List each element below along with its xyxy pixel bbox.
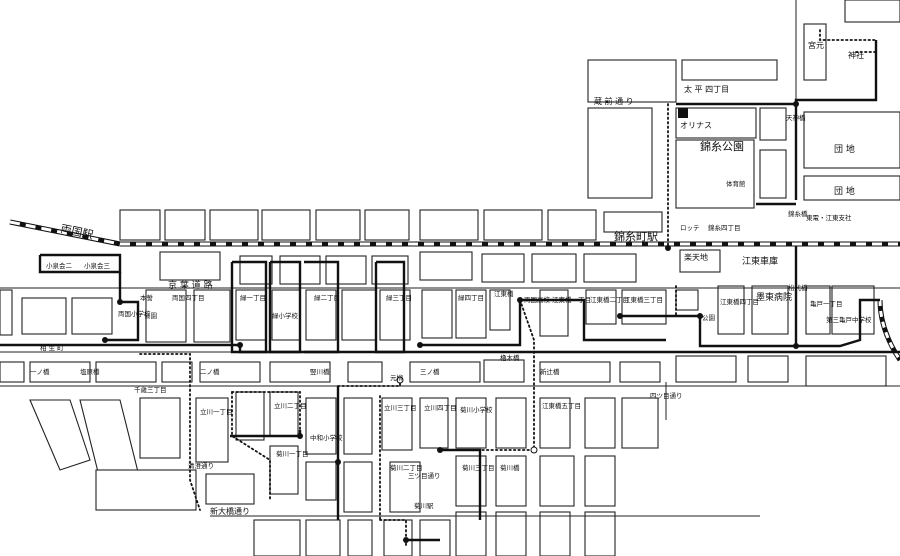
- nakawa-elem-label: 中和小学校: [310, 433, 343, 442]
- lotte-label: ロッテ: [680, 224, 700, 232]
- matsuyo-bridge-label: 松代橋: [788, 283, 808, 292]
- kameido1-label: 亀戸一丁目: [810, 299, 843, 308]
- kinshi-bridge-label: 錦糸橋: [788, 209, 808, 218]
- map-labels: 両国駅 錦糸町駅 京 葉 道 路 蔵 前 通 り 太 平 四丁目 千歳三丁目 新…: [30, 40, 872, 516]
- shinsuji-bridge-label: 新辻橋: [540, 367, 560, 376]
- kikukawa-bridge-label: 菊川橋: [500, 463, 520, 472]
- kikukawa-sta-label: 菊川駅: [414, 501, 434, 510]
- kosenkai3-label: 小泉会三: [84, 261, 111, 270]
- kikukawa2-label: 菊川二丁目: [390, 463, 423, 472]
- kosenkai2-label: 小泉会二: [46, 261, 73, 270]
- tatekawa4-label: 立川四丁目: [424, 403, 457, 412]
- shin-ohashi-street-label: 新大橋通り: [210, 506, 250, 516]
- park-kotobashi-label: 公園: [702, 314, 715, 322]
- taihei-label: 太 平 四丁目: [684, 84, 729, 94]
- ichinohashi-label: 一ノ橋: [30, 367, 50, 376]
- tatekawa-bridge-label: 竪川橋: [310, 367, 330, 376]
- kotobashi1-label: 江東橋一丁目: [552, 295, 591, 304]
- kotobashi3-label: 江東橋三丁目: [624, 295, 663, 304]
- tatekawa3-label: 立川三丁目: [384, 403, 417, 412]
- aioi-label: 相 生 町: [40, 343, 64, 352]
- ninohashi-label: 二ノ橋: [200, 367, 220, 376]
- walking-routes: [139, 29, 877, 547]
- kinshi-park-label: 錦糸公園: [700, 139, 744, 153]
- route-nodes: [102, 101, 799, 543]
- danchi-label-1: 団 地: [834, 143, 855, 155]
- kotobashi4-label: 江東橋四丁目: [720, 297, 759, 306]
- ryogoku-station-label: 両国駅: [59, 222, 94, 242]
- motoyanagi-label: 元柳: [390, 373, 403, 382]
- kuramae-street-label: 蔵 前 通 り: [594, 96, 634, 106]
- shrine-label: 神社: [848, 50, 864, 60]
- kotobashi5-label: 江東橋五丁目: [542, 401, 581, 410]
- koto-depot-label: 江東車庫: [742, 255, 778, 267]
- kiyosumi-street-label: 清澄通り: [188, 461, 214, 470]
- sannohashi-label: 三ノ橋: [420, 367, 440, 376]
- kinshicho-station-label: 錦糸町駅: [614, 229, 658, 243]
- park-ryogoku-label: 公園: [144, 312, 157, 320]
- miyamoto-label: 宮元: [808, 40, 824, 50]
- rakutenchi-label: 楽天地: [684, 252, 708, 262]
- solid-routes: [0, 40, 900, 542]
- ryogoku4-label: 両国四丁目: [172, 294, 205, 302]
- midori1-label: 緑一丁目: [240, 293, 266, 302]
- honjo-label: 本誓: [140, 293, 154, 302]
- kikukawa1-label: 菊川一丁目: [276, 449, 309, 458]
- bokuto-hospital-label: 墨東病院: [756, 291, 792, 303]
- kikukawa-elem-label: 菊川小学校: [460, 405, 493, 414]
- jr-railway: [9, 219, 900, 362]
- ryogoku-elem-label: 両国小学校: [118, 309, 151, 318]
- midori2-label: 緑二丁目: [314, 293, 340, 302]
- midori4-label: 緑四丁目: [458, 293, 484, 302]
- kinshi4-label: 錦糸四丁目: [708, 223, 741, 232]
- daisan-kameido-label: 第三亀戸中学校: [826, 315, 872, 324]
- mukai-bridge-label: 櫓木橋: [500, 353, 520, 362]
- midori-elem-label: 緑小学校: [272, 311, 299, 320]
- yotsume-street-label: 四ツ目通り: [650, 391, 683, 400]
- olinas-label: オリナス: [680, 121, 712, 130]
- mitsume-street-label: 三ツ目通り: [408, 471, 441, 480]
- senda3-label: 千歳三丁目: [134, 385, 167, 394]
- gym-label: 体育館: [726, 179, 746, 188]
- tenjin-bridge-label: 天神橋: [786, 113, 806, 122]
- tatekawa1-label: 立川一丁目: [200, 407, 233, 416]
- ryogoku-hs-label: 両国高校: [524, 295, 551, 304]
- kotobashi2-label: 江東橋二丁目: [590, 295, 629, 304]
- kikukawa3-label: 菊川三丁目: [462, 463, 495, 472]
- keiyo-road-label: 京 葉 道 路: [168, 279, 213, 291]
- kotobashi-label: 江東橋: [494, 289, 514, 298]
- midori3-label: 緑三丁目: [386, 293, 412, 302]
- shiohara-bridge-label: 塩原橋: [80, 367, 100, 376]
- toden-label: 東電・江東支社: [806, 213, 852, 222]
- tatekawa2-label: 立川二丁目: [274, 401, 307, 410]
- danchi-label-2: 団 地: [834, 185, 855, 197]
